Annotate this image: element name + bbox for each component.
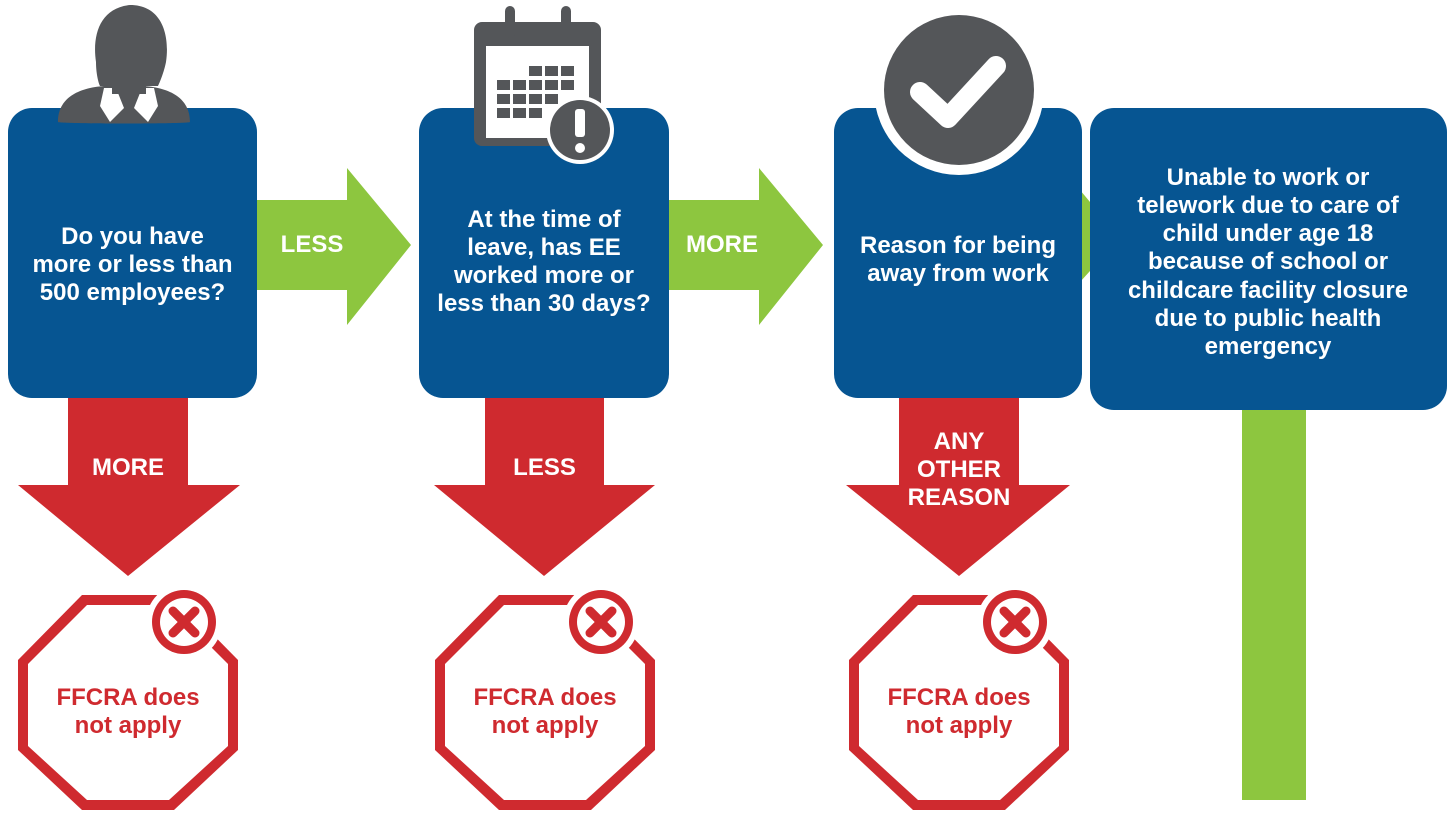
right-arrow-2-label: MORE [686,230,758,258]
down-arrow-3 [846,396,1070,576]
stop-sign-2-text: FFCRA does not apply [473,683,617,739]
down-arrow-2 [434,396,655,576]
down-arrow-3-label: ANY OTHER REASON [907,427,1011,512]
stop-sign-2 [435,584,655,810]
stop-sign-1 [18,584,238,810]
x-icon [585,606,617,638]
question-3-text: Reason for being away from work [859,231,1057,287]
question-2-text: At the time of leave, has EE worked more… [437,205,651,318]
right-arrow-1-label: LESS [280,230,344,258]
question-1-text: Do you have more or less than 500 employ… [32,222,233,307]
x-icon [999,606,1031,638]
stop-sign-3-text: FFCRA does not apply [887,683,1031,739]
right-arrow-1 [255,168,411,325]
question-box-1 [8,108,257,398]
question-4-text: Unable to work or telework due to care o… [1127,164,1409,360]
result-box-4 [1090,108,1447,410]
question-box-3 [834,108,1082,398]
question-box-2 [419,108,669,398]
stop-sign-3 [849,584,1069,810]
calendar-alert-icon [474,6,614,164]
green-vertical-bar [1242,400,1306,800]
checkmark-icon [874,5,1044,175]
down-arrow-1-label: MORE [92,453,164,481]
down-arrow-1 [18,396,240,576]
right-arrow-2 [667,168,823,325]
person-icon [58,5,190,124]
down-arrow-2-label: LESS [513,453,576,481]
x-icon [168,606,200,638]
stop-sign-1-text: FFCRA does not apply [56,683,200,739]
